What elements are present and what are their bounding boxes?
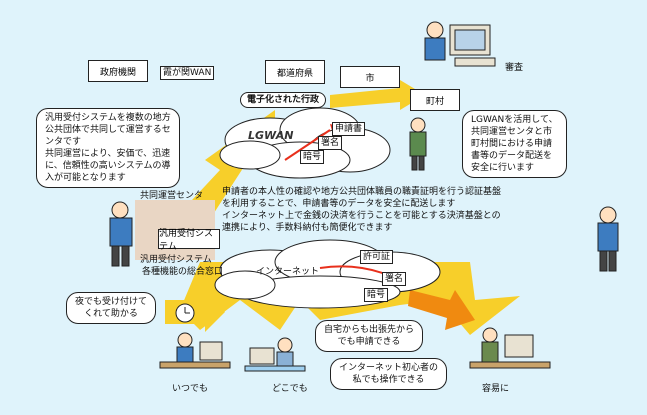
- balloon-home: 自宅からも出張先から でも申請できる: [315, 320, 424, 352]
- encryption-doc-top: 暗号: [300, 150, 325, 164]
- balloon-night: 夜でも受け付けて くれて助かる: [66, 292, 157, 324]
- clock-icon: [175, 303, 195, 323]
- gov-agency-box: 政府機関: [88, 56, 148, 82]
- person-icon-easily: [469, 327, 551, 369]
- lgwan-cloud: [219, 107, 391, 179]
- general-reception-label-2: 汎用受付システム: [140, 255, 212, 265]
- computer-icon-top: [449, 24, 496, 67]
- town-box: 町村: [410, 85, 460, 111]
- internet-label: インターネット: [256, 267, 320, 277]
- window-label: 各種機能の総合窓口: [142, 267, 224, 277]
- easily-label: 容易に: [482, 384, 510, 394]
- balloon-lgwan-desc: LGWANを活用して、 共同運営センタと市 町村間における申請 書等のデータ配送…: [462, 110, 567, 178]
- red-arrow-lgwan: [284, 129, 331, 161]
- balloon-beginner: インターネット初心者の 私でも操作できる: [330, 358, 448, 390]
- yellow-arrow-town: [330, 80, 425, 110]
- middle-description: 申請者の本人性の確認や地方公共団体職員の職責証明を行う認証基盤 を利用することで…: [222, 187, 502, 233]
- signature-doc-top: 署名: [318, 136, 343, 150]
- joint-center-label: 共同運営センタ: [140, 191, 204, 201]
- gov-agency-label: 政府機関: [88, 60, 148, 82]
- internet-cloud: [214, 239, 441, 309]
- person-icon-town: [409, 117, 427, 171]
- city-box: 市: [340, 62, 400, 88]
- electronic-gov-label: 電子化された行政: [240, 92, 327, 108]
- application-doc: 申請書: [332, 122, 366, 136]
- general-reception-box: 汎用受付システム: [158, 225, 220, 252]
- encryption-doc-internet: 暗号: [364, 288, 389, 302]
- prefecture-label: 都道府県: [265, 60, 325, 84]
- town-label: 町村: [410, 89, 460, 111]
- permit-doc: 許可証: [360, 250, 394, 264]
- yellow-arrow-left: [165, 292, 225, 332]
- person-icon-anytime: [159, 332, 231, 369]
- signature-doc-internet: 署名: [382, 272, 407, 286]
- city-label: 市: [340, 66, 400, 88]
- lgwan-label: LGWAN: [248, 129, 294, 142]
- kasumigaseki-label: 霞が関WAN: [160, 66, 215, 80]
- anytime-label: いつでも: [172, 384, 209, 394]
- orange-arrow: [408, 290, 475, 330]
- general-reception-label: 汎用受付システム: [158, 229, 220, 252]
- balloon-joint-center-desc: 汎用受付システムを複数の地方 公共団体で共同して運営するセ ンタです 共同運営に…: [36, 108, 180, 188]
- person-icon-anywhere: [244, 337, 306, 372]
- person-icon-right: [597, 206, 619, 272]
- person-icon-examiner: [424, 21, 446, 61]
- prefecture-box: 都道府県: [265, 54, 325, 84]
- anywhere-label: どこでも: [272, 384, 308, 394]
- person-icon-center: [109, 201, 133, 267]
- examination-label: 審査: [505, 63, 524, 73]
